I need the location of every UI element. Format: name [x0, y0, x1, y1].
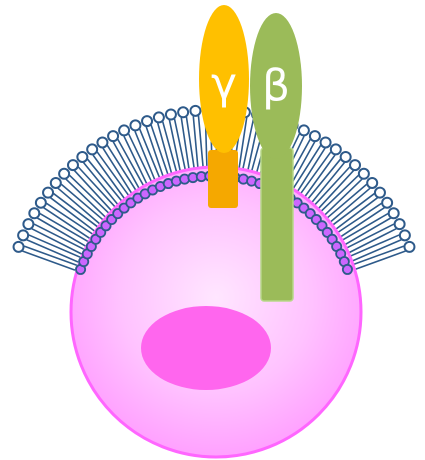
lipid-outer-head	[87, 144, 97, 154]
lipid-outer-head	[142, 116, 152, 126]
lipid-tail	[312, 167, 354, 212]
lipid-outer-head	[178, 107, 188, 117]
lipid-outer-head	[77, 152, 87, 162]
lipid-outer-head	[97, 137, 107, 147]
lipid-outer-head	[18, 230, 28, 240]
lipid-tail	[66, 175, 110, 218]
lipid-tail	[318, 175, 362, 218]
lipid-tail	[169, 119, 186, 175]
lipid-tail	[298, 152, 335, 200]
gamma-label: γ	[211, 59, 237, 110]
lipid-outer-head	[331, 144, 341, 154]
lipid-outer-head	[310, 131, 320, 141]
lipid-inner-head	[343, 265, 352, 274]
lipid-outer-head	[389, 208, 399, 218]
lipid-outer-head	[108, 131, 118, 141]
lipid-outer-head	[359, 169, 369, 179]
lipid-tail	[193, 116, 203, 172]
lipid-outer-head	[130, 120, 140, 130]
lipid-outer-head	[14, 242, 24, 252]
lipid-tail	[330, 194, 378, 232]
gamma-stalk	[208, 150, 238, 208]
lipid-outer-head	[190, 106, 200, 116]
lipid-outer-head	[404, 242, 414, 252]
lipid-outer-head	[36, 198, 46, 208]
lipid-tail	[324, 184, 370, 224]
nucleus	[141, 306, 271, 390]
lipid-outer-head	[119, 125, 129, 135]
lipid-outer-head	[321, 137, 331, 147]
lipid-tail	[181, 117, 194, 173]
lipid-outer-head	[166, 110, 176, 120]
lipid-outer-head	[400, 230, 410, 240]
lipid-outer-head	[23, 219, 33, 229]
beta-stalk	[261, 148, 293, 301]
lipid-outer-head	[350, 160, 360, 170]
lipid-outer-head	[299, 125, 309, 135]
lipid-tail	[58, 184, 104, 224]
lipid-outer-head	[367, 178, 377, 188]
lipid-tail	[83, 159, 122, 206]
lipid-tail	[305, 159, 344, 206]
lipid-outer-head	[59, 169, 69, 179]
lipid-outer-head	[154, 112, 164, 122]
lipid-outer-head	[68, 160, 78, 170]
beta-label: β	[262, 61, 290, 112]
lipid-outer-head	[43, 188, 53, 198]
lipid-outer-head	[341, 152, 351, 162]
lipid-tail	[50, 194, 98, 232]
lipid-outer-head	[382, 198, 392, 208]
lipid-tail	[93, 152, 130, 200]
lipid-outer-head	[29, 208, 39, 218]
lipid-outer-head	[51, 178, 61, 188]
lipid-outer-head	[375, 188, 385, 198]
lipid-tail	[74, 167, 116, 212]
lipid-outer-head	[395, 219, 405, 229]
